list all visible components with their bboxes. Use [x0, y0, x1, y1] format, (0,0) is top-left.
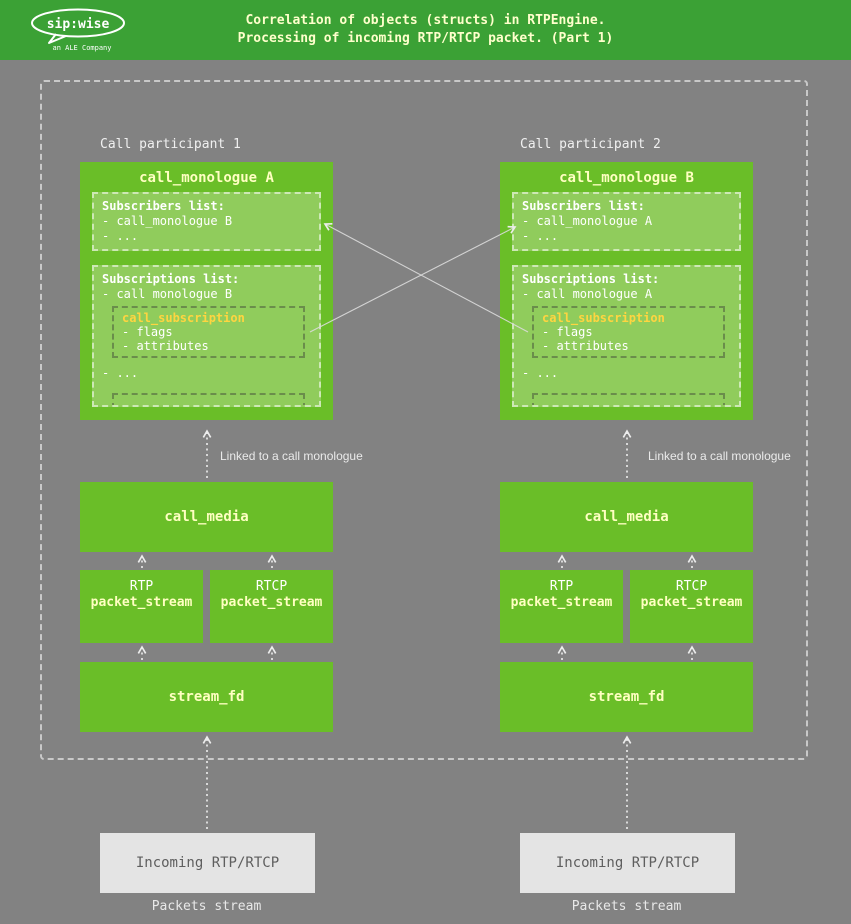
stream-fd-label-1: stream_fd: [168, 689, 245, 705]
packet-stream-rtcp-box-2: RTCP packet_stream: [630, 570, 753, 643]
call-monologue-a-box: call_monologue A Subscribers list: - cal…: [80, 162, 333, 420]
call-media-label-2: call_media: [584, 509, 669, 525]
call-monologue-b-title: call_monologue B: [559, 170, 694, 186]
participant-1-label: Call participant 1: [100, 137, 241, 152]
incoming-rtp-rtcp-box-2: Incoming RTP/RTCP: [520, 833, 735, 893]
call-subscription-title-2: call_subscription: [542, 311, 665, 325]
rtcp-label-2: RTCP: [675, 579, 708, 594]
stream-fd-box-2: stream_fd: [500, 662, 753, 732]
call-subscription-attributes-1: - attributes: [122, 339, 209, 353]
packet-stream-rtp-box-1: RTP packet_stream: [80, 570, 203, 643]
sipwise-logo: sip:wise an ALE Company: [26, 7, 130, 59]
call-subscription-box-2: call_subscription - flags - attributes: [532, 306, 725, 358]
call-monologue-b-box: call_monologue B Subscribers list: - cal…: [500, 162, 753, 420]
packet-stream-label-rtcp-1: packet_stream: [220, 595, 323, 610]
diagram-frame: [40, 80, 808, 760]
subscriptions-ellipsis-1: - ...: [102, 366, 139, 380]
subscribers-ellipsis-1: - ...: [102, 229, 139, 243]
subscribers-item-1: - call_monologue B: [102, 214, 233, 228]
packets-stream-label-1: Packets stream: [151, 899, 262, 914]
subscriptions-item-1: - call monologue B: [102, 287, 233, 301]
header-title: Correlation of objects (structs) in RTPE…: [0, 12, 851, 48]
call-subscription-attributes-2: - attributes: [542, 339, 629, 353]
participant-2-label: Call participant 2: [520, 137, 661, 152]
sipwise-logo-icon: sip:wise an ALE Company: [31, 8, 125, 52]
packet-stream-label-rtcp-2: packet_stream: [640, 595, 743, 610]
packet-stream-rtcp-box-1: RTCP packet_stream: [210, 570, 333, 643]
call-subscription-flags-2: - flags: [542, 325, 593, 339]
header-title-line1: Correlation of objects (structs) in RTPE…: [245, 13, 606, 28]
subscribers-item-2: - call_monologue A: [522, 214, 653, 228]
logo-subtext: an ALE Company: [52, 44, 111, 52]
logo-text: sip:wise: [47, 17, 110, 32]
incoming-label-2: Incoming RTP/RTCP: [555, 855, 700, 871]
partial-subscription-box-2: [532, 393, 725, 405]
subscriptions-list-title-2: Subscriptions list:: [522, 272, 660, 286]
subscriptions-list-title-1: Subscriptions list:: [102, 272, 240, 286]
linked-label-1: Linked to a call monologue: [220, 449, 363, 463]
subscribers-list-box-2: Subscribers list: - call_monologue A - .…: [512, 192, 741, 251]
rtp-label-1: RTP: [129, 579, 154, 594]
header-bar: sip:wise an ALE Company Correlation of o…: [0, 0, 851, 60]
subscriptions-list-box-2: Subscriptions list: - call monologue A c…: [512, 265, 741, 407]
call-media-box-2: call_media: [500, 482, 753, 552]
stream-fd-box-1: stream_fd: [80, 662, 333, 732]
rtp-label-2: RTP: [549, 579, 574, 594]
incoming-rtp-rtcp-box-1: Incoming RTP/RTCP: [100, 833, 315, 893]
rtcp-label-1: RTCP: [255, 579, 288, 594]
subscribers-ellipsis-2: - ...: [522, 229, 559, 243]
subscribers-list-box-1: Subscribers list: - call_monologue B - .…: [92, 192, 321, 251]
call-subscription-box-1: call_subscription - flags - attributes: [112, 306, 305, 358]
packets-stream-label-2: Packets stream: [571, 899, 682, 914]
packet-stream-rtp-box-2: RTP packet_stream: [500, 570, 623, 643]
subscriptions-list-box-1: Subscriptions list: - call monologue B c…: [92, 265, 321, 407]
call-media-box-1: call_media: [80, 482, 333, 552]
call-media-label-1: call_media: [164, 509, 249, 525]
linked-label-2: Linked to a call monologue: [648, 449, 791, 463]
call-monologue-a-title: call_monologue A: [139, 170, 274, 186]
packet-stream-label-rtp-1: packet_stream: [90, 595, 193, 610]
call-subscription-title-1: call_subscription: [122, 311, 245, 325]
header-title-line2: Processing of incoming RTP/RTCP packet. …: [237, 31, 614, 46]
incoming-label-1: Incoming RTP/RTCP: [135, 855, 280, 871]
call-subscription-flags-1: - flags: [122, 325, 173, 339]
subscribers-list-title-2: Subscribers list:: [522, 199, 645, 213]
packet-stream-label-rtp-2: packet_stream: [510, 595, 613, 610]
subscriptions-item-2: - call monologue A: [522, 287, 653, 301]
stream-fd-label-2: stream_fd: [588, 689, 665, 705]
subscriptions-ellipsis-2: - ...: [522, 366, 559, 380]
subscribers-list-title-1: Subscribers list:: [102, 199, 225, 213]
partial-subscription-box-1: [112, 393, 305, 405]
